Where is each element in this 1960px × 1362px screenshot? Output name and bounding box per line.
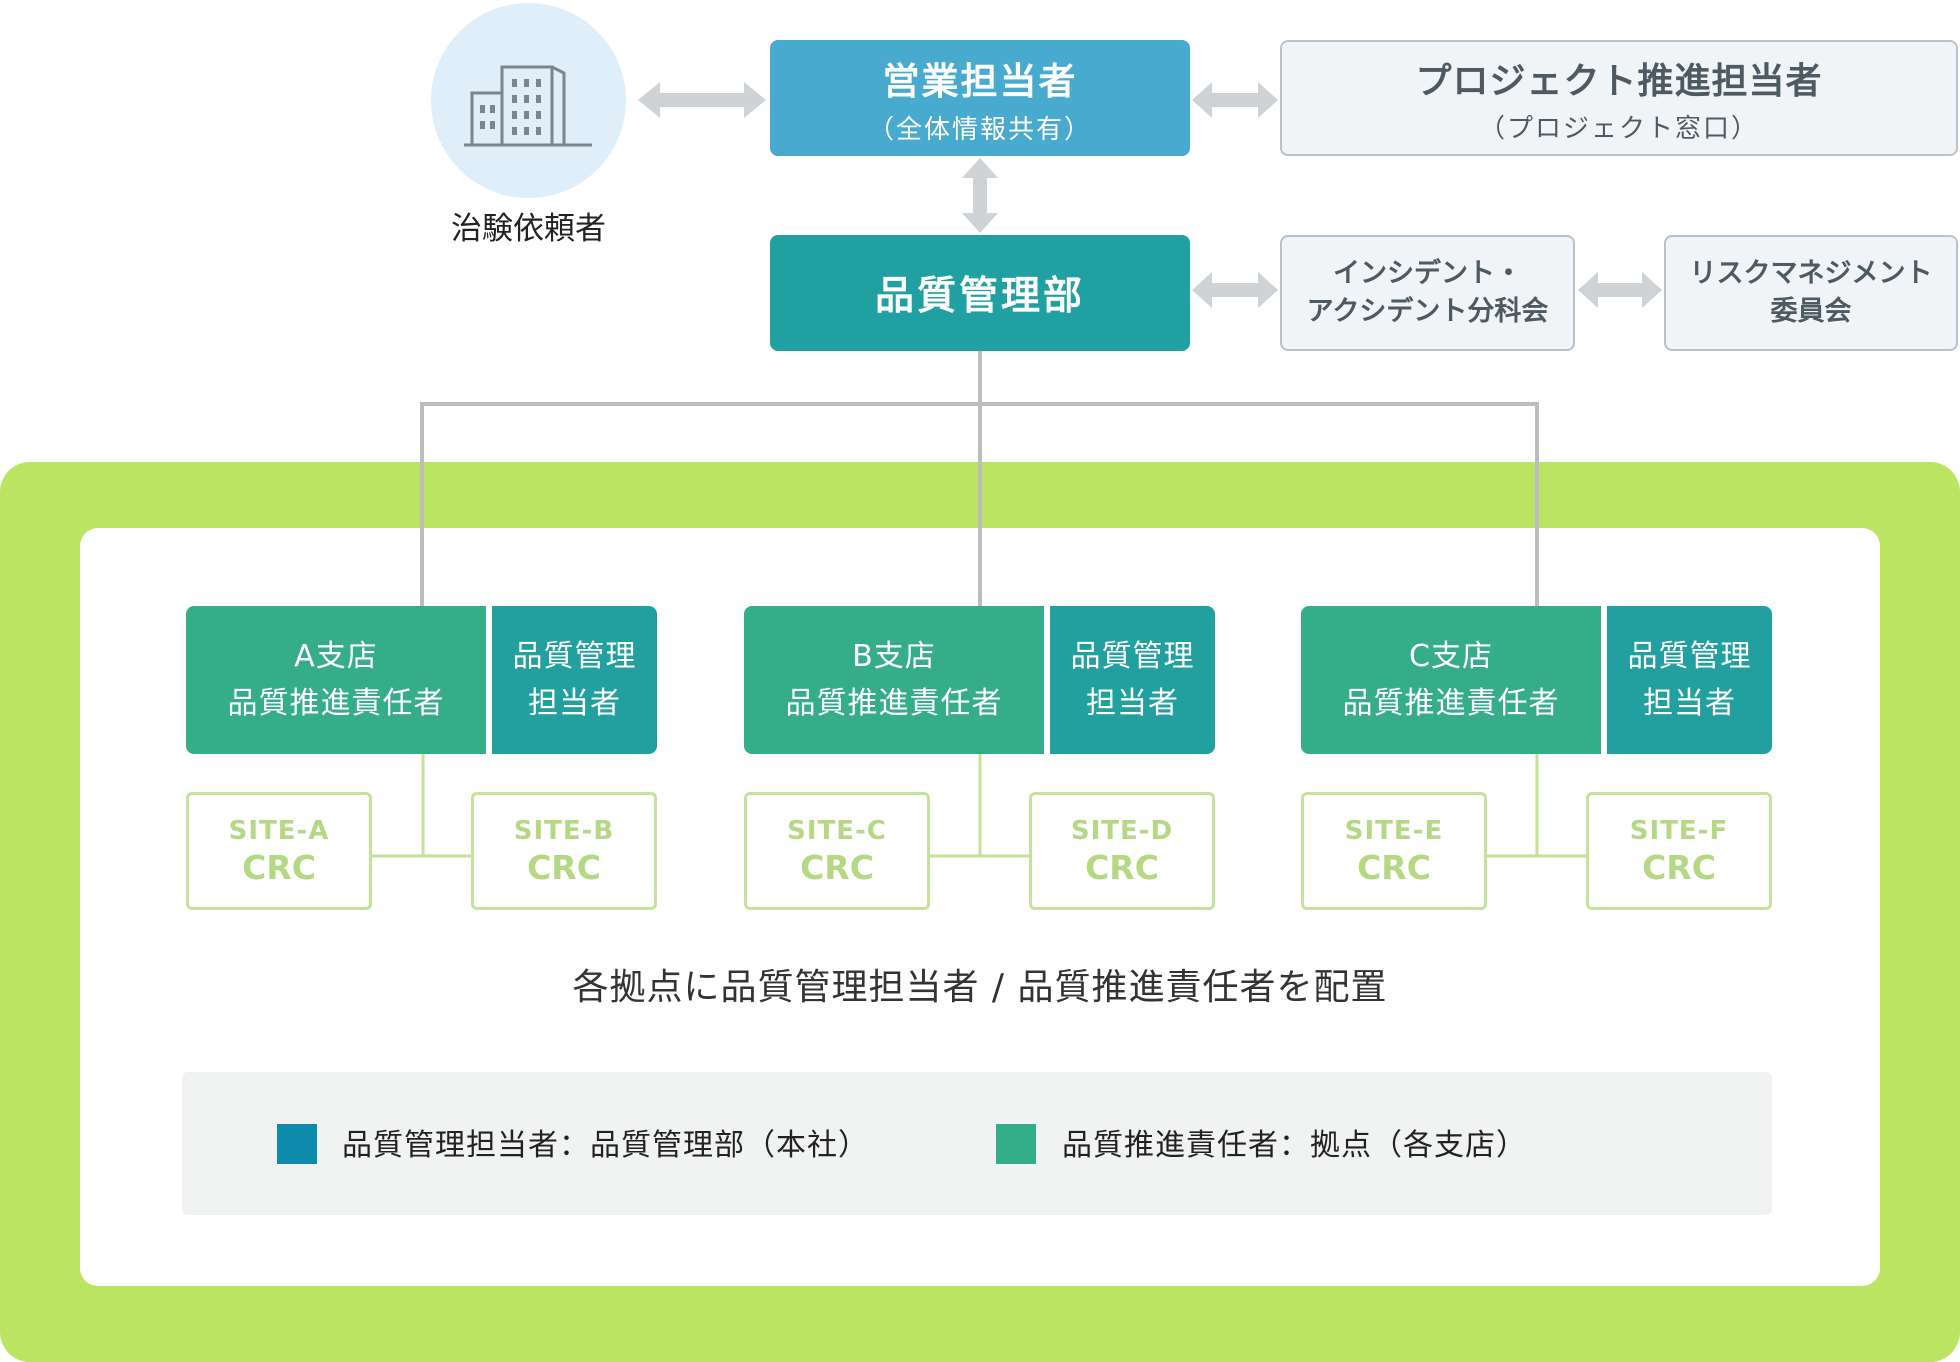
branch-b-name: B支店 [852, 639, 936, 674]
arrow-sales-quality [962, 158, 998, 233]
site-e-name: SITE-E [1344, 815, 1444, 846]
branch-b-box: B支店 品質推進責任者 [744, 606, 1044, 754]
branch-c-box: C支店 品質推進責任者 [1301, 606, 1601, 754]
branch-b-manager-line1: 品質管理 [1070, 639, 1195, 674]
sales-rep-subtitle: （全体情報共有） [867, 114, 1092, 145]
branch-a-role: 品質推進責任者 [227, 686, 445, 721]
site-b-role: CRC [527, 847, 601, 887]
arrow-sales-project [1192, 82, 1278, 118]
site-b-box: SITE-B CRC [471, 792, 657, 910]
risk-committee-box: リスクマネジメント 委員会 [1664, 235, 1958, 351]
legend-swatch-manager [277, 1124, 317, 1164]
site-c-name: SITE-C [787, 815, 887, 846]
sales-rep-box: 営業担当者 （全体情報共有） [770, 40, 1190, 156]
arrow-quality-incident [1192, 272, 1278, 308]
site-f-box: SITE-F CRC [1586, 792, 1772, 910]
org-tree-lines [420, 351, 1539, 608]
risk-line1: リスクマネジメント [1689, 258, 1933, 289]
quality-dept-title: 品質管理部 [874, 274, 1085, 319]
site-connector-lines [372, 754, 1587, 858]
risk-line2: 委員会 [1770, 296, 1852, 327]
site-f-name: SITE-F [1629, 815, 1729, 846]
building-icon [463, 65, 592, 146]
branch-c-manager-line1: 品質管理 [1627, 639, 1752, 674]
branch-c-name: C支店 [1409, 639, 1493, 674]
legend-text-promoter: 品質推進責任者：拠点（各支店） [1062, 1128, 1527, 1163]
legend-text-manager: 品質管理担当者：品質管理部（本社） [342, 1128, 869, 1163]
client-label: 治験依頼者 [451, 211, 606, 247]
site-e-box: SITE-E CRC [1301, 792, 1487, 910]
branch-a-name: A支店 [294, 639, 378, 674]
incident-line2: アクシデント分科会 [1306, 296, 1549, 327]
branch-b-manager-line2: 担当者 [1086, 686, 1179, 721]
site-a-role: CRC [242, 847, 316, 887]
site-c-box: SITE-C CRC [744, 792, 930, 910]
site-a-name: SITE-A [228, 815, 330, 846]
project-lead-box: プロジェクト推進担当者 （プロジェクト窓口） [1280, 40, 1958, 156]
site-e-role: CRC [1357, 847, 1431, 887]
branch-b-manager-box: 品質管理 担当者 [1050, 606, 1215, 754]
legend: 品質管理担当者：品質管理部（本社） 品質推進責任者：拠点（各支店） [182, 1072, 1772, 1215]
site-d-box: SITE-D CRC [1029, 792, 1215, 910]
site-d-role: CRC [1085, 847, 1159, 887]
branch-c-role: 品質推進責任者 [1342, 686, 1560, 721]
arrow-incident-risk [1578, 272, 1662, 308]
arrow-client-sales [638, 82, 766, 118]
incident-committee-box: インシデント・ アクシデント分科会 [1280, 235, 1575, 351]
branch-a-manager-line1: 品質管理 [512, 639, 637, 674]
branch-a-manager-line2: 担当者 [528, 686, 621, 721]
sales-rep-title: 営業担当者 [882, 59, 1078, 103]
double-arrows [638, 82, 1662, 308]
deployment-caption: 各拠点に品質管理担当者 / 品質推進責任者を配置 [572, 967, 1388, 1008]
site-f-role: CRC [1642, 847, 1716, 887]
branch-a-box: A支店 品質推進責任者 [186, 606, 486, 754]
site-c-role: CRC [800, 847, 874, 887]
site-d-name: SITE-D [1070, 815, 1174, 846]
site-a-box: SITE-A CRC [186, 792, 372, 910]
project-lead-title: プロジェクト推進担当者 [1415, 60, 1823, 102]
branch-b-role: 品質推進責任者 [785, 686, 1003, 721]
legend-swatch-promoter [996, 1124, 1036, 1164]
site-b-name: SITE-B [513, 815, 615, 846]
branch-c-manager-line2: 担当者 [1643, 686, 1736, 721]
branch-a-manager-box: 品質管理 担当者 [492, 606, 657, 754]
incident-line1: インシデント・ [1333, 258, 1522, 289]
branch-c-manager-box: 品質管理 担当者 [1607, 606, 1772, 754]
client-circle [431, 3, 626, 198]
quality-dept-box: 品質管理部 [770, 235, 1190, 351]
project-lead-subtitle: （プロジェクト窓口） [1478, 113, 1759, 144]
